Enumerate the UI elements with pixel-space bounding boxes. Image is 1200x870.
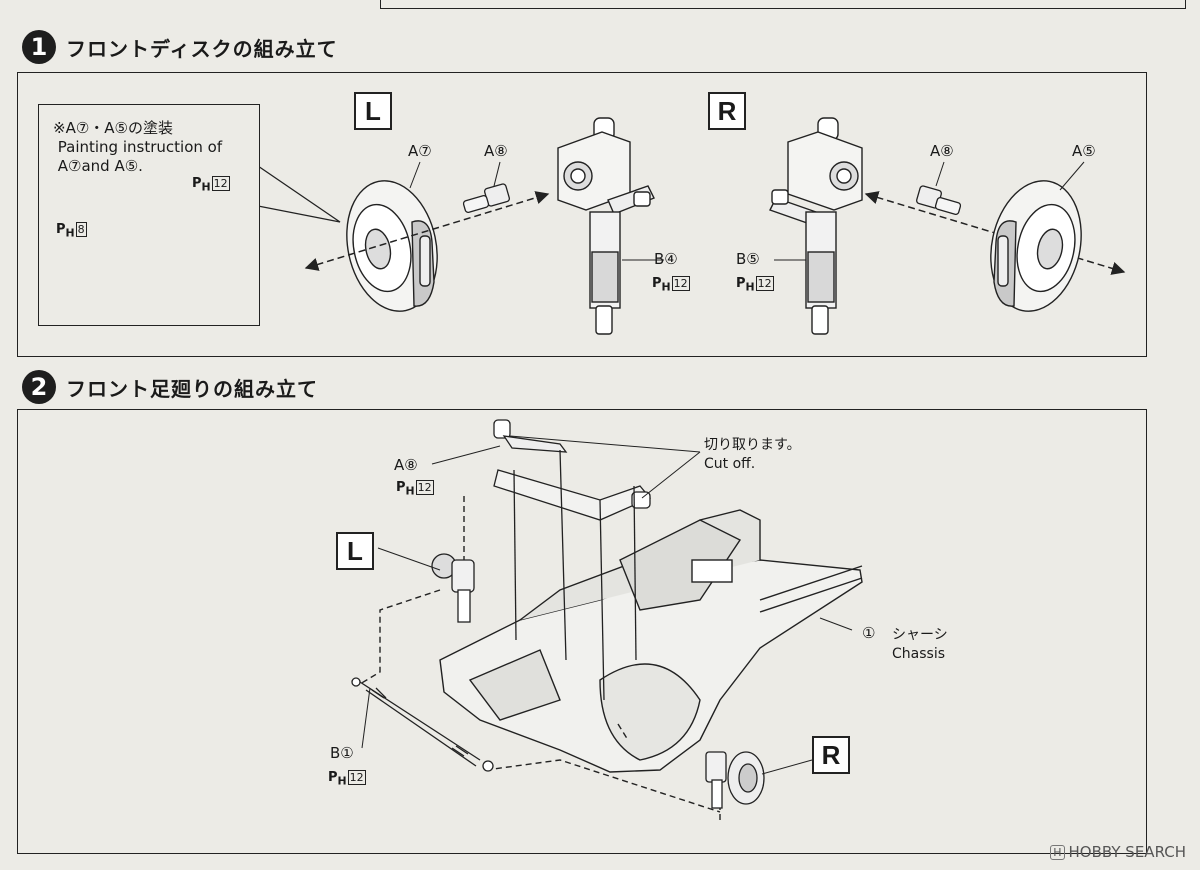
- step2-header: 2 フロント足廻りの組み立て: [22, 370, 318, 404]
- upper-arm-a8: [493, 419, 652, 521]
- cut-off-note-jp: 切り取ります。: [704, 437, 801, 453]
- painting-note-box: ※A⑦・A⑤の塗装 Painting instruction of A⑦and …: [38, 104, 260, 326]
- step1-header: 1 フロントディスクの組み立て: [22, 30, 338, 64]
- step2-panel: [17, 409, 1147, 854]
- hobby-search-watermark: H HOBBY SEARCH: [1050, 843, 1186, 861]
- part-label-a5: A⑤: [1072, 142, 1096, 160]
- painting-note-line2: Painting instruction of: [53, 138, 223, 156]
- part-label-b5: B⑤: [736, 250, 760, 268]
- painting-note-text: ※A⑦・A⑤の塗装 Painting instruction of A⑦and …: [53, 119, 222, 176]
- step1-leader-lines: [409, 161, 1085, 261]
- watermark-logo: H: [1050, 844, 1065, 860]
- cut-off-note-en: Cut off.: [704, 456, 756, 472]
- step2-right-badge: R: [812, 736, 850, 774]
- left-upright-assembly: [431, 553, 475, 623]
- step2-leader-lines: [361, 435, 853, 775]
- right-side-badge: R: [708, 92, 746, 130]
- part-label-a7: A⑦: [408, 142, 432, 160]
- painting-note-line3: A⑦and A⑤.: [53, 157, 143, 175]
- right-upright-b5: [769, 117, 863, 335]
- step2-number: 2: [22, 370, 56, 404]
- part-label-b1: B①: [330, 744, 354, 762]
- part-label-b4: B④: [654, 250, 678, 268]
- top-frame: [380, 0, 1186, 9]
- step2-left-badge: L: [336, 532, 374, 570]
- chassis-part-1: [439, 509, 863, 773]
- tie-rod-b1: [351, 677, 494, 772]
- part-label-a8-left: A⑧: [484, 142, 508, 160]
- step2-title: フロント足廻りの組み立て: [66, 376, 318, 401]
- part-label-a8-right: A⑧: [930, 142, 954, 160]
- left-side-badge: L: [354, 92, 392, 130]
- right-upright-assembly: [705, 751, 765, 809]
- part-label-a8-step2: A⑧: [394, 456, 418, 474]
- watermark-text: HOBBY SEARCH: [1068, 843, 1186, 861]
- step1-title: フロントディスクの組み立て: [66, 36, 338, 61]
- chassis-label-en: Chassis: [892, 646, 945, 662]
- step1-number: 1: [22, 30, 56, 64]
- left-upright-b4: [557, 117, 655, 335]
- left-assembly-guide: [304, 191, 550, 271]
- left-pin-a8: [462, 183, 510, 214]
- left-disc-a7: [346, 180, 438, 312]
- chassis-label-jp: シャーシ: [892, 627, 948, 643]
- painting-note-line1: ※A⑦・A⑤の塗装: [53, 119, 173, 137]
- chassis-part-number: ①: [862, 624, 876, 642]
- step2-mounting-lines: [513, 449, 637, 701]
- right-pin-a8: [916, 185, 962, 216]
- note-callout-pointer: [257, 164, 341, 223]
- right-disc-a5: [990, 180, 1082, 312]
